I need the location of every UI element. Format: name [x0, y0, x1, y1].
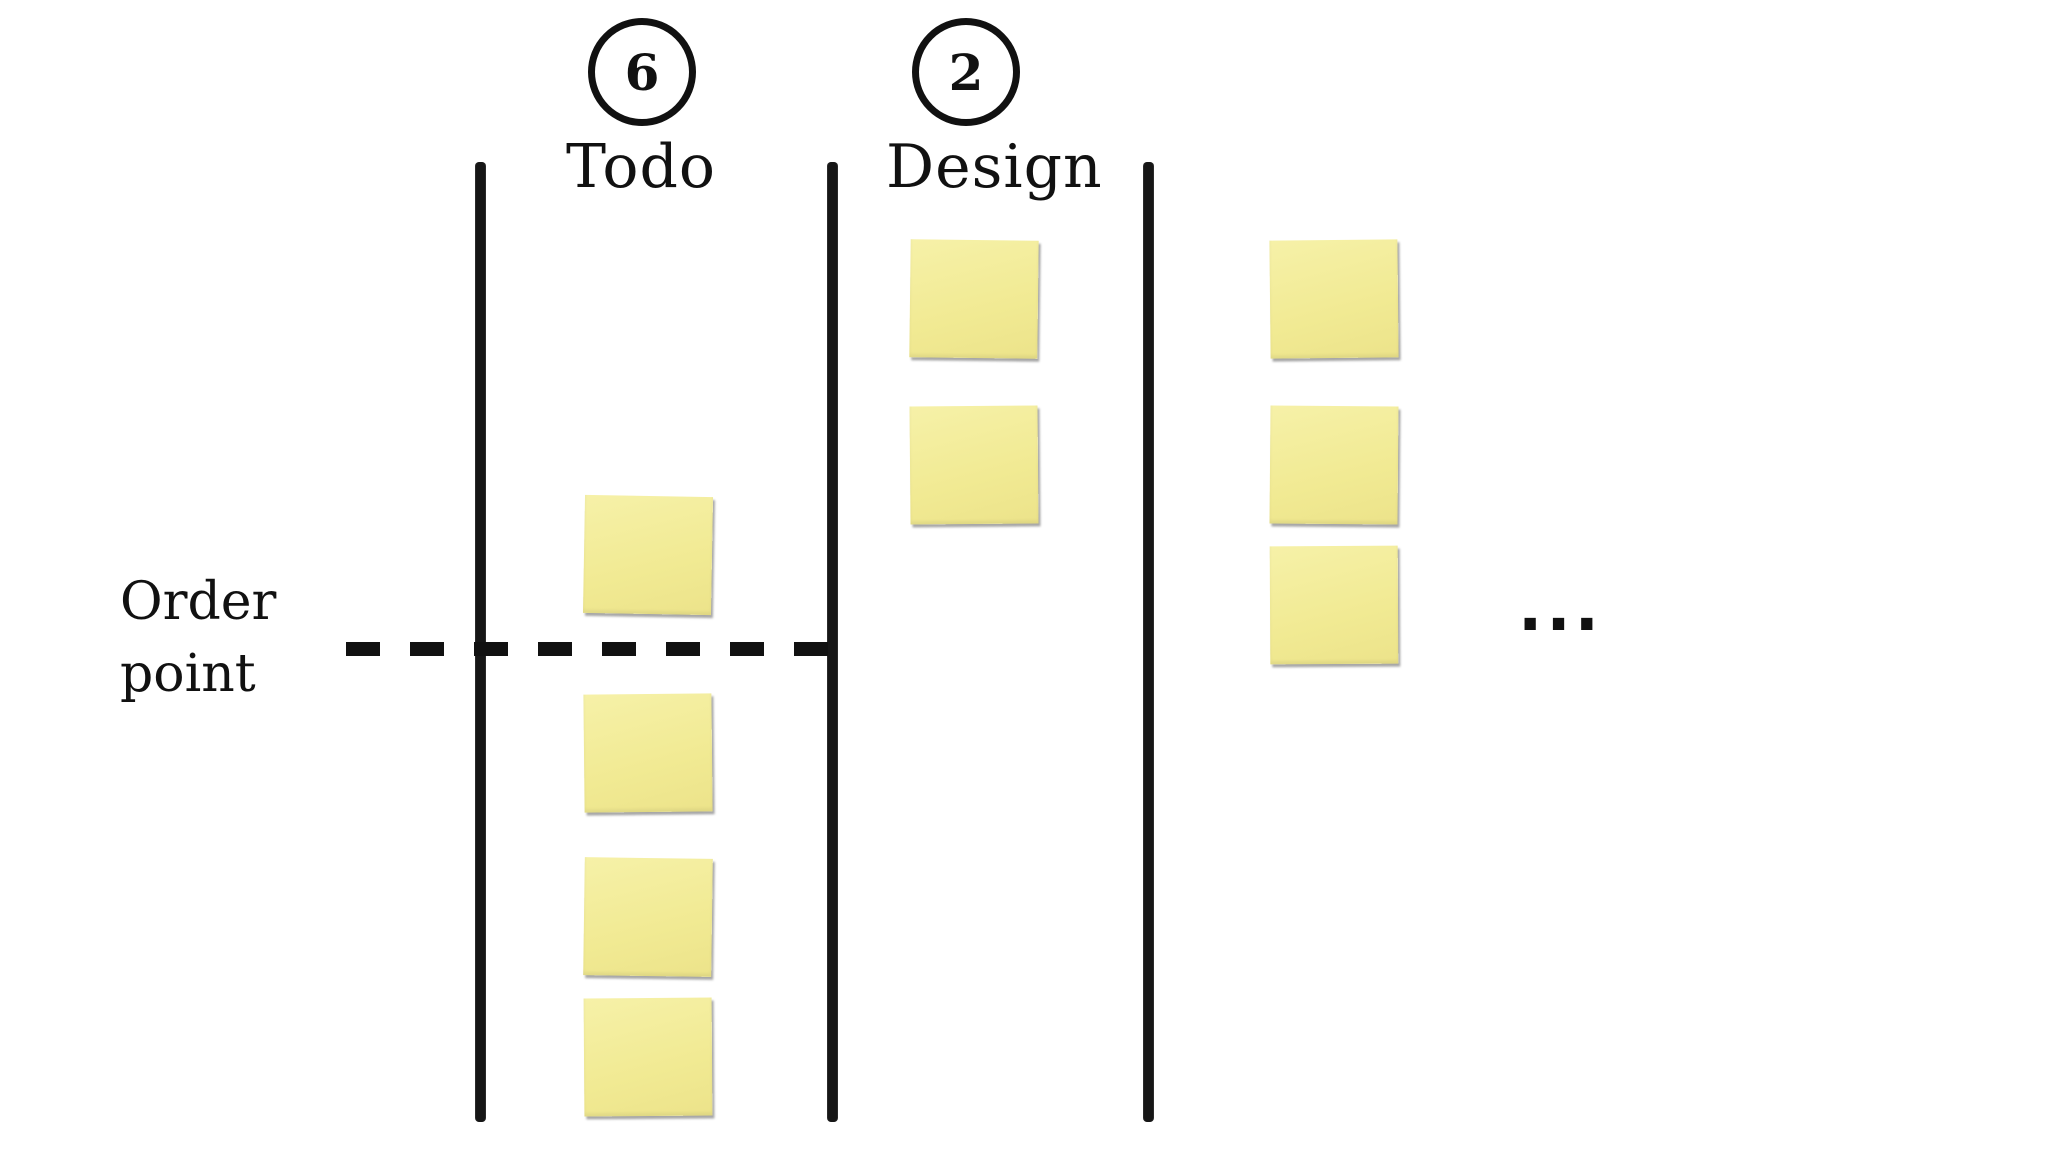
order-point-label-line2: point [120, 644, 256, 704]
column-divider [1144, 162, 1153, 1122]
next-column-sticky-note[interactable] [1269, 239, 1399, 359]
design-sticky-note[interactable] [909, 239, 1039, 359]
order-point-line [346, 642, 832, 656]
design-sticky-note[interactable] [909, 405, 1039, 525]
todo-sticky-note[interactable] [583, 997, 713, 1117]
more-columns-ellipsis: ... [1518, 572, 1603, 646]
design-wip-limit-badge: 2 [912, 18, 1020, 126]
todo-sticky-note[interactable] [583, 857, 713, 977]
column-divider [828, 162, 837, 1122]
todo-wip-limit-badge: 6 [588, 18, 696, 126]
next-column-sticky-note[interactable] [1269, 545, 1399, 665]
order-point-label-line1: Order [120, 572, 277, 632]
todo-sticky-note[interactable] [582, 494, 714, 616]
order-point-label: Order point [120, 566, 276, 710]
design-column-title: Design [886, 132, 1103, 202]
next-column-sticky-note[interactable] [1269, 405, 1399, 525]
todo-column-title: Todo [566, 132, 717, 202]
todo-sticky-note[interactable] [583, 693, 713, 813]
